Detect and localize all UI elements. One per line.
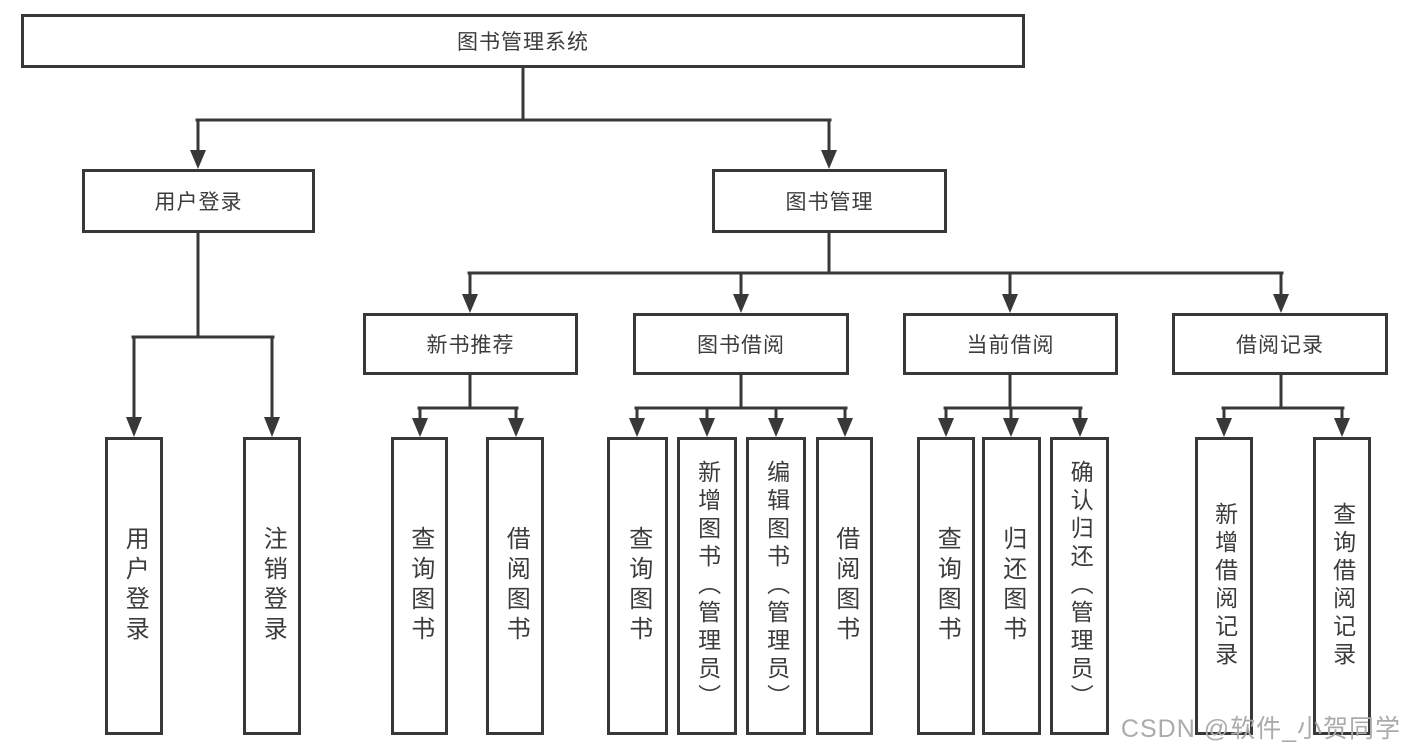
node-current-borrow: 当前借阅 <box>903 313 1118 375</box>
node-user-login: 用户登录 <box>82 169 315 233</box>
leaf-query-books-recommend: 查询图书 <box>391 437 448 735</box>
leaf-confirm-return-admin: 确认归还（管理员） <box>1050 437 1109 735</box>
node-book-management: 图书管理 <box>712 169 947 233</box>
root-node-library-system: 图书管理系统 <box>21 14 1025 68</box>
node-new-book-recommend: 新书推荐 <box>363 313 578 375</box>
leaf-logout: 注销登录 <box>243 437 301 735</box>
leaf-add-borrow-record: 新增借阅记录 <box>1195 437 1253 735</box>
leaf-edit-books-admin: 编辑图书（管理员） <box>746 437 806 735</box>
csdn-watermark: CSDN @软件_小贺同学 <box>1120 715 1401 743</box>
arrowheads <box>126 150 1350 437</box>
leaf-borrow-books: 借阅图书 <box>816 437 873 735</box>
leaf-query-borrow-record: 查询借阅记录 <box>1313 437 1371 735</box>
leaf-add-books-admin: 新增图书（管理员） <box>677 437 737 735</box>
leaf-user-login: 用户登录 <box>105 437 163 735</box>
node-borrow-records: 借阅记录 <box>1172 313 1388 375</box>
leaf-return-books: 归还图书 <box>982 437 1041 735</box>
node-book-borrow: 图书借阅 <box>633 313 849 375</box>
leaf-query-books-borrow: 查询图书 <box>607 437 668 735</box>
leaf-borrow-books-recommend: 借阅图书 <box>486 437 544 735</box>
leaf-query-books-current: 查询图书 <box>917 437 975 735</box>
